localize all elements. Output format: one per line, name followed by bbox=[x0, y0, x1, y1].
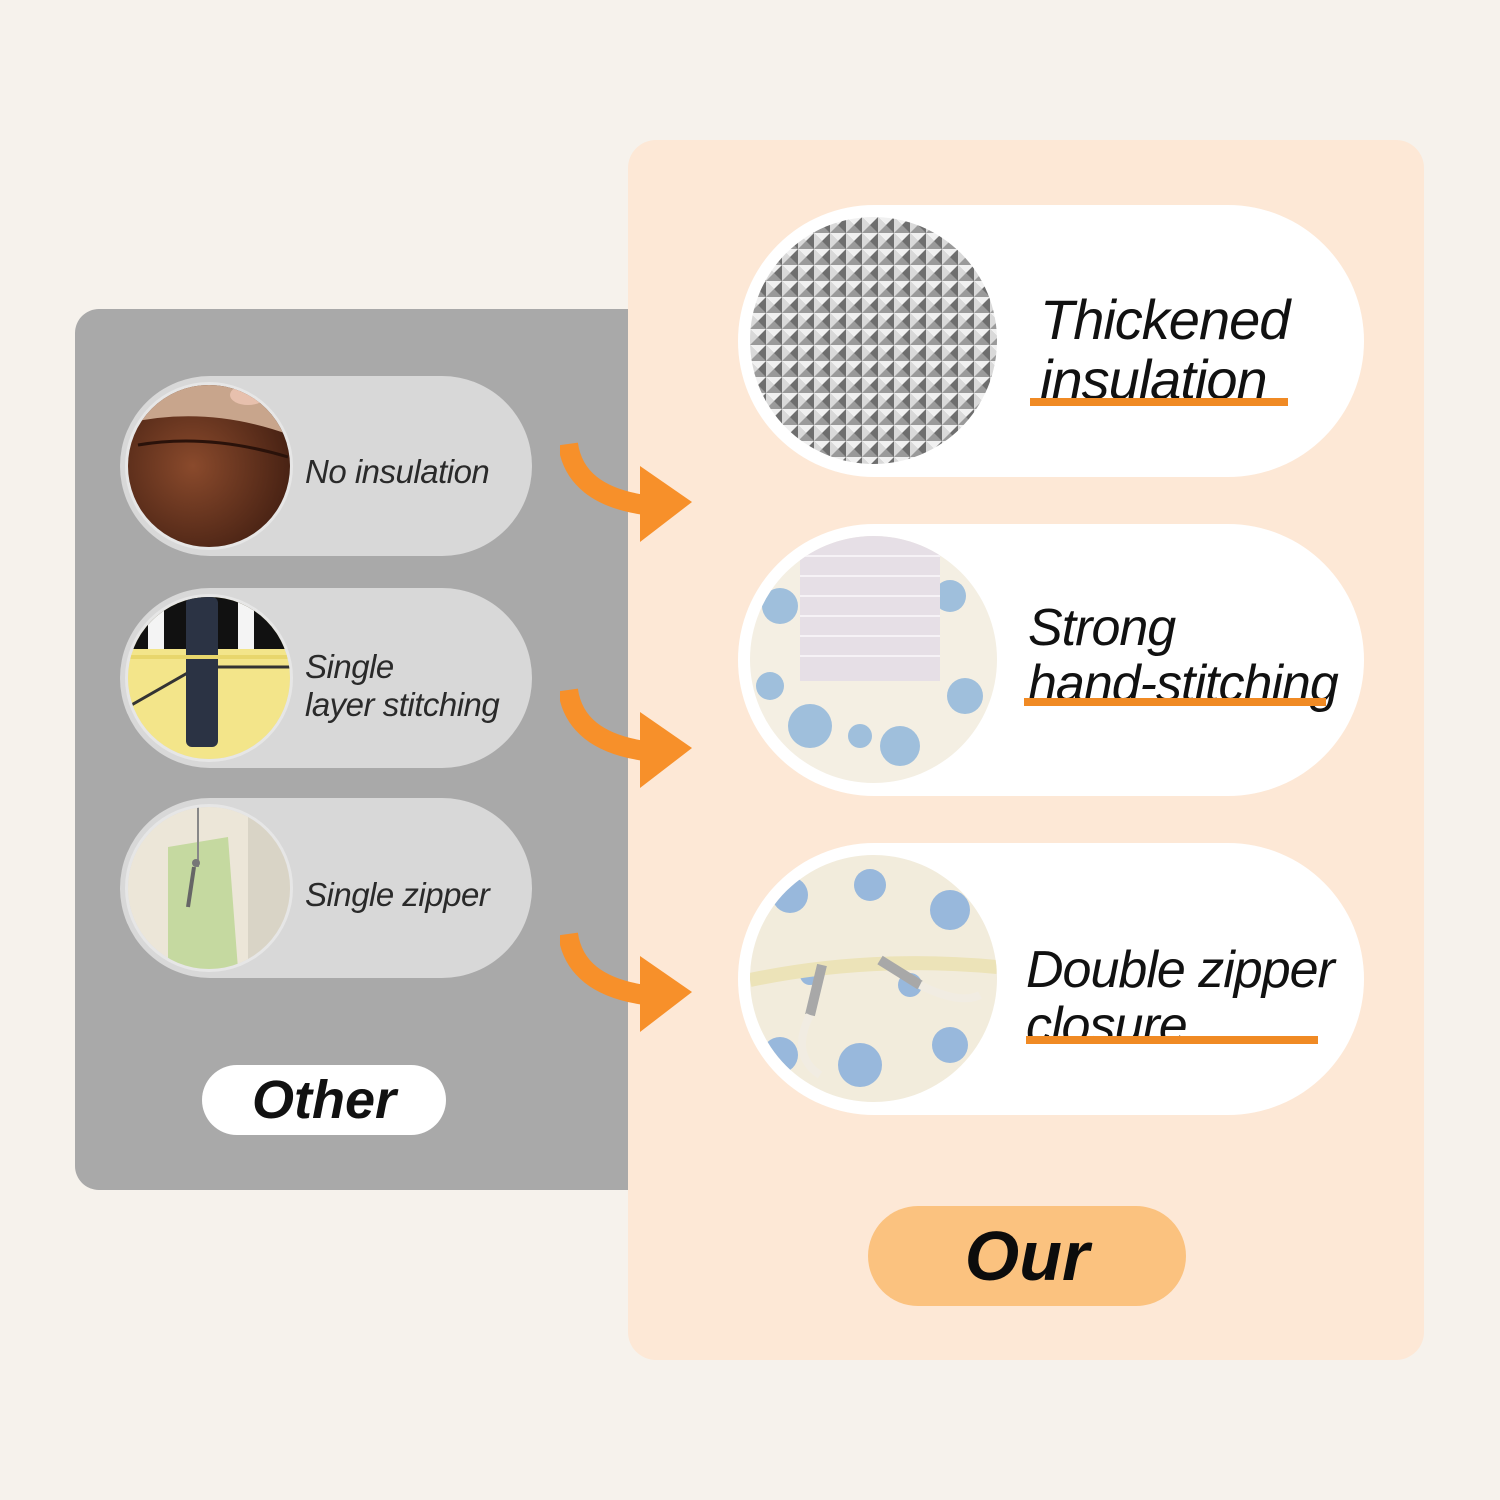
strong-stitching-label: Strong hand-stitching bbox=[1028, 599, 1339, 712]
floral-handle-photo bbox=[750, 536, 997, 783]
thickened-line1: Thickened bbox=[1040, 288, 1290, 351]
double-zipper-line1: Double zipper bbox=[1026, 941, 1335, 999]
double-zipper-photo bbox=[750, 855, 997, 1102]
thickened-insulation-label: Thickened insulation bbox=[1040, 288, 1290, 410]
green-bag-photo bbox=[128, 807, 290, 969]
double-zipper-label: Double zipper closure bbox=[1026, 941, 1335, 1055]
arrow-right-icon bbox=[560, 688, 692, 788]
single-stitching-line2: layer stitching bbox=[305, 686, 500, 723]
no-insulation-label: No insulation bbox=[305, 453, 490, 490]
leather-bag-photo bbox=[128, 385, 290, 547]
strong-line1: Strong bbox=[1028, 599, 1176, 657]
our-badge: Our bbox=[868, 1206, 1186, 1306]
single-stitching-line1: Single bbox=[305, 648, 394, 685]
yellow-bag-photo bbox=[128, 597, 290, 759]
highlight-underline bbox=[1026, 1036, 1318, 1044]
highlight-underline bbox=[1024, 698, 1326, 706]
highlight-underline bbox=[1030, 398, 1288, 406]
single-zipper-label: Single zipper bbox=[305, 876, 490, 913]
double-zipper-line2: closure bbox=[1026, 997, 1188, 1055]
arrow-right-icon bbox=[560, 442, 692, 542]
other-badge: Other bbox=[202, 1065, 446, 1135]
insulation-foil-photo bbox=[750, 217, 997, 464]
single-stitching-label: Single layer stitching bbox=[305, 648, 500, 724]
arrow-right-icon bbox=[560, 932, 692, 1032]
